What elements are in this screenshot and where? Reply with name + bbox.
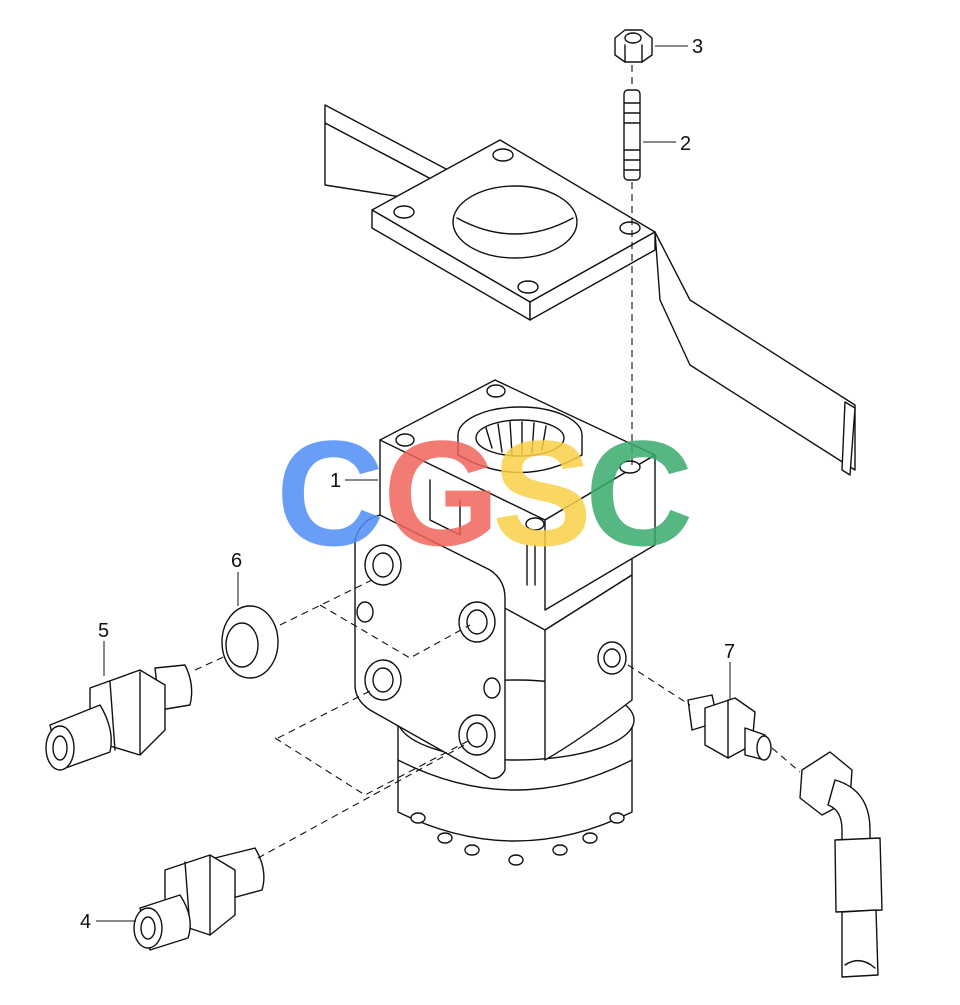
leader-lines: [96, 45, 731, 922]
callout-5: 5: [98, 620, 109, 642]
callout-1: 1: [330, 470, 341, 492]
callout-4: 4: [80, 911, 91, 933]
nut: [614, 29, 653, 63]
mounting-bracket: [324, 104, 856, 476]
watermark-letter-3: S: [492, 409, 592, 577]
cgsc-watermark: C G S C: [276, 409, 693, 577]
callout-7: 7: [724, 641, 735, 663]
callout-2: 2: [680, 133, 691, 155]
seal-ring-6: [221, 605, 279, 679]
watermark-letter-2: G: [383, 409, 500, 577]
watermark-letter-4: C: [585, 409, 693, 577]
fitting-4: [133, 847, 265, 951]
base-bolts: [410, 812, 625, 866]
callout-3: 3: [692, 36, 703, 58]
fitting-7: [687, 694, 772, 761]
steering-unit: [354, 379, 656, 866]
assembly-lines: [194, 579, 801, 859]
stud: [623, 89, 641, 181]
fitting-5: [45, 664, 193, 771]
watermark-letter-1: C: [276, 409, 384, 577]
hose-elbow: [799, 751, 883, 978]
callout-6: 6: [231, 550, 242, 572]
